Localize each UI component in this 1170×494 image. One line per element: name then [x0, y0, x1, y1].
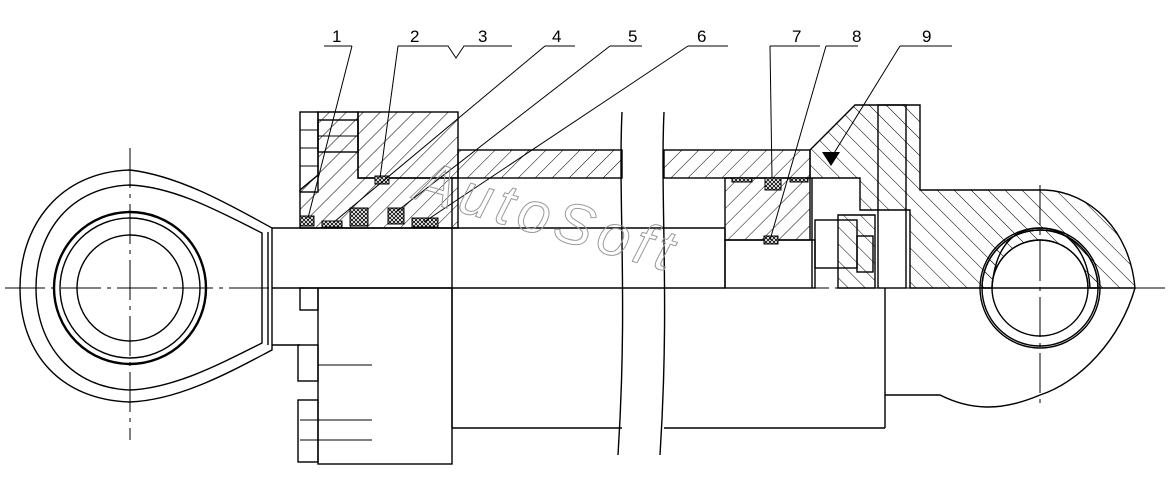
lower-flange — [272, 287, 453, 465]
seal-1 — [299, 215, 315, 227]
piston — [724, 177, 816, 289]
callout-8: 8 — [852, 27, 861, 46]
break-lines — [617, 111, 666, 456]
callout-3: 3 — [478, 27, 487, 46]
callout-labels: 1 2 3 4 5 6 7 8 9 — [332, 27, 931, 46]
weld-9 — [822, 152, 840, 166]
seal-5a — [349, 207, 369, 227]
callout-5: 5 — [628, 27, 637, 46]
seal-7c — [789, 177, 809, 183]
seals — [299, 152, 840, 245]
seal-7b — [731, 177, 753, 183]
seal-2 — [374, 175, 390, 185]
leaders — [307, 45, 952, 241]
barrel — [451, 149, 886, 429]
rod-eye — [19, 169, 273, 403]
seal-7 — [764, 177, 782, 191]
callout-9: 9 — [922, 27, 931, 46]
gland-head — [299, 111, 459, 229]
seal-5b — [387, 207, 405, 225]
callout-2: 2 — [410, 27, 419, 46]
callout-4: 4 — [552, 27, 561, 46]
seal-4 — [321, 220, 343, 228]
callout-1: 1 — [332, 27, 341, 46]
callout-7: 7 — [792, 27, 801, 46]
seal-6 — [411, 217, 439, 228]
end-cap — [809, 104, 1136, 408]
callout-6: 6 — [697, 27, 706, 46]
